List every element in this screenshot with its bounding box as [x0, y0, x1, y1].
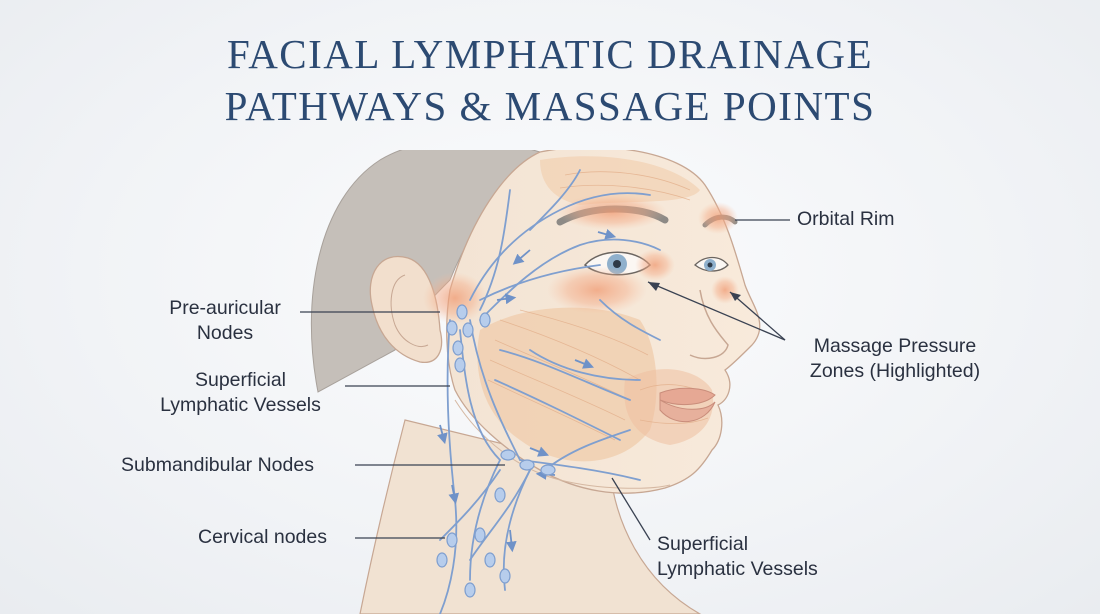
- eye-right: [694, 256, 729, 272]
- label-pre-auricular-line1: Pre-auricular: [169, 297, 281, 319]
- label-submandibular: Submandibular Nodes: [121, 454, 314, 476]
- label-superficial-right-line2: Lymphatic Vessels: [657, 558, 818, 580]
- muscle-fibres: [487, 171, 709, 441]
- label-pre-auricular: Pre-auricular Nodes: [155, 296, 295, 346]
- cheek-muscle: [477, 307, 657, 462]
- massage-pressure-zones: [423, 194, 739, 324]
- leader-arrowheads: [648, 282, 741, 301]
- label-massage-zones-line1: Massage Pressure: [813, 335, 977, 357]
- label-superficial-vessels-right: Superficial Lymphatic Vessels: [657, 532, 818, 582]
- leader-lines: [300, 219, 790, 541]
- lymph-nodes: [436, 304, 556, 598]
- label-superficial-right-line1: Superficial: [657, 533, 749, 555]
- label-superficial-left-line2: Lymphatic Vessels: [160, 394, 321, 416]
- label-pre-auricular-line2: Nodes: [196, 322, 254, 344]
- label-cervical: Cervical nodes: [198, 526, 327, 548]
- leader-massage-1: [647, 281, 786, 341]
- forehead-muscle: [540, 156, 700, 205]
- label-massage-zones: Massage Pressure Zones (Highlighted): [790, 334, 1000, 384]
- label-superficial-vessels-left: Superficial Lymphatic Vessels: [138, 368, 343, 418]
- leader-massage-2: [729, 291, 786, 341]
- label-massage-zones-line2: Zones (Highlighted): [809, 360, 981, 382]
- nose: [689, 289, 729, 360]
- flow-arrows: [437, 229, 617, 553]
- label-orbital-rim: Orbital Rim: [797, 208, 895, 230]
- leader-superficial-right: [611, 477, 651, 541]
- title-line-2: PATHWAYS & MASSAGE POINTS: [224, 83, 876, 129]
- label-superficial-left-line1: Superficial: [194, 369, 287, 391]
- title-line-1: FACIAL LYMPHATIC DRAINAGE: [226, 31, 874, 77]
- lips: [659, 387, 716, 406]
